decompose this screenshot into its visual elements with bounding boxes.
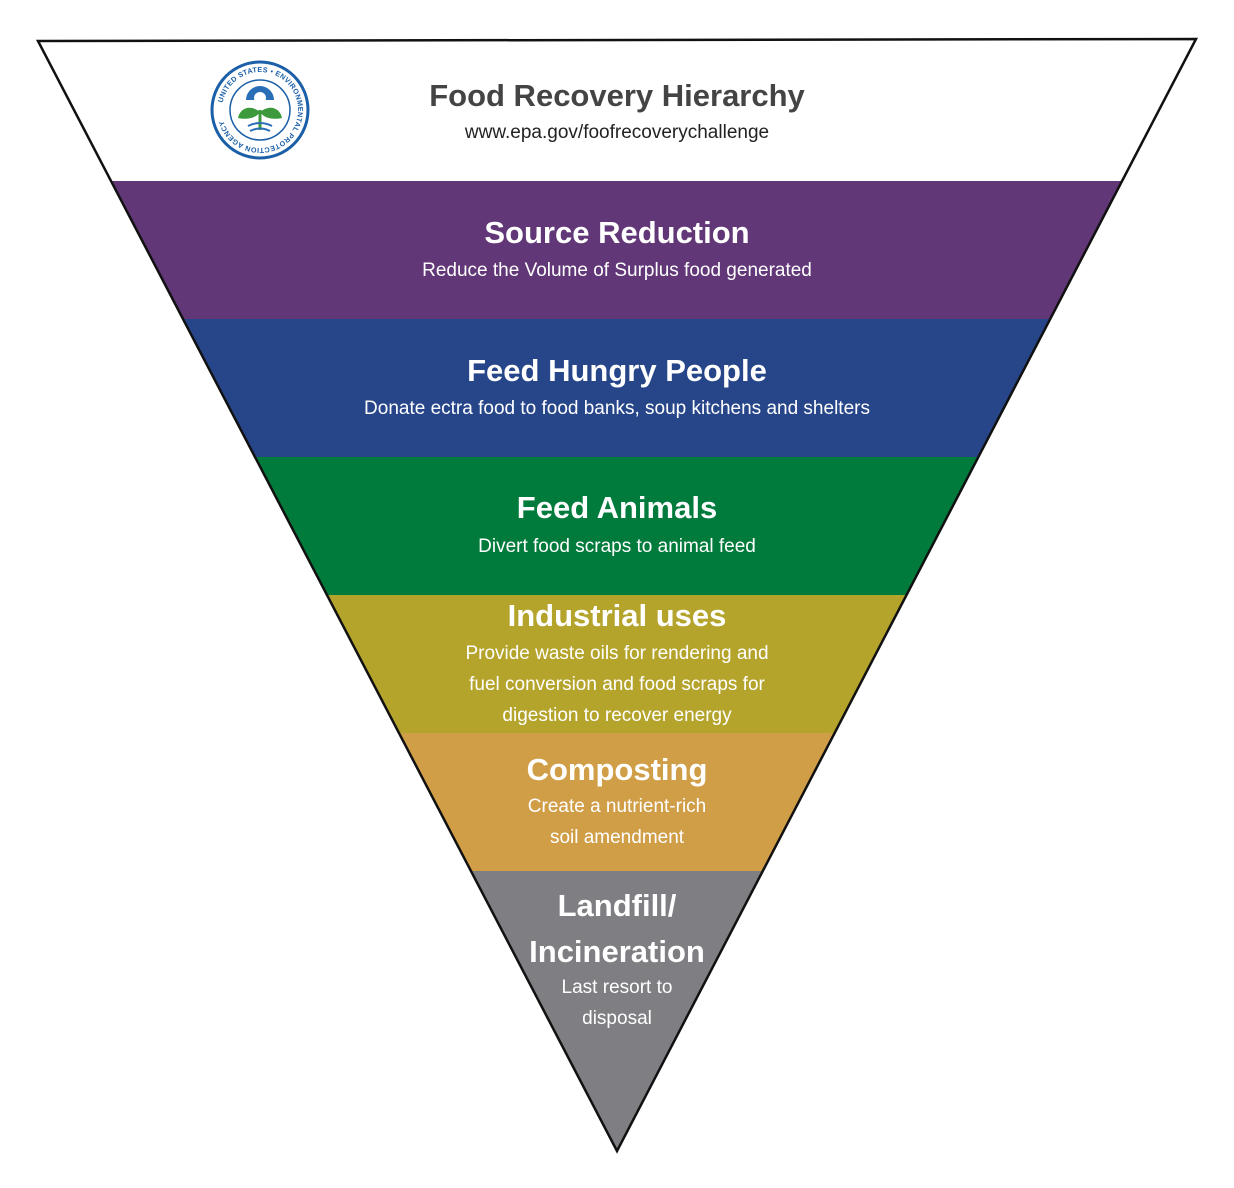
level-6-title: Landfill/Incineration <box>0 883 1234 975</box>
level-1-description-line: Reduce the Volume of Surplus food genera… <box>422 260 812 281</box>
level-6-description: Last resort to disposal <box>0 972 1234 1034</box>
level-2-description: Donate ectra food to food banks, soup ki… <box>0 393 1234 424</box>
level-2-title: Feed Hungry People <box>467 353 767 388</box>
level-6-title-line: Landfill/ <box>557 888 677 923</box>
level-6-description-line: Last resort to <box>561 977 673 998</box>
band-2 <box>183 319 1051 457</box>
level-3-title: Feed Animals <box>516 490 718 525</box>
band-3 <box>255 457 979 595</box>
band-1 <box>111 181 1123 319</box>
epa-logo-icon: UNITED STATES • ENVIRONMENTAL PROTECTION… <box>210 60 310 160</box>
diagram-title: Food Recovery Hierarchy <box>429 78 805 113</box>
band-5 <box>399 733 835 871</box>
level-1-title: Source Reduction <box>484 215 750 250</box>
band-6 <box>471 871 763 1151</box>
source-url: www.epa.gov/foofrecoverychallenge <box>464 122 770 143</box>
level-4-description-line: Provide waste oils for rendering and <box>465 643 769 664</box>
level-2-description-line: Donate ectra food to food banks, soup ki… <box>364 398 870 419</box>
band-4 <box>327 595 907 733</box>
level-6-title-line: Incineration <box>529 934 705 969</box>
level-5-title: Composting <box>526 752 708 787</box>
level-3-description: Divert food scraps to animal feed <box>0 531 1234 562</box>
level-5-description-line: Create a nutrient-rich <box>527 796 707 817</box>
inverted-triangle-outline <box>35 37 1199 1154</box>
level-4-description-line: digestion to recover energy <box>502 705 732 726</box>
level-6-description-line: disposal <box>582 1008 652 1029</box>
hierarchy-bands <box>111 181 1123 1151</box>
level-4-title: Industrial uses <box>507 598 727 633</box>
level-1-description: Reduce the Volume of Surplus food genera… <box>0 255 1234 286</box>
level-4-description-line: fuel conversion and food scraps for <box>469 674 765 695</box>
level-5-description-line: soil amendment <box>549 827 685 848</box>
level-3-description-line: Divert food scraps to animal feed <box>478 536 756 557</box>
level-5-description: Create a nutrient-rich soil amendment <box>0 791 1234 853</box>
level-4-description: Provide waste oils for rendering and fuel… <box>0 638 1234 731</box>
